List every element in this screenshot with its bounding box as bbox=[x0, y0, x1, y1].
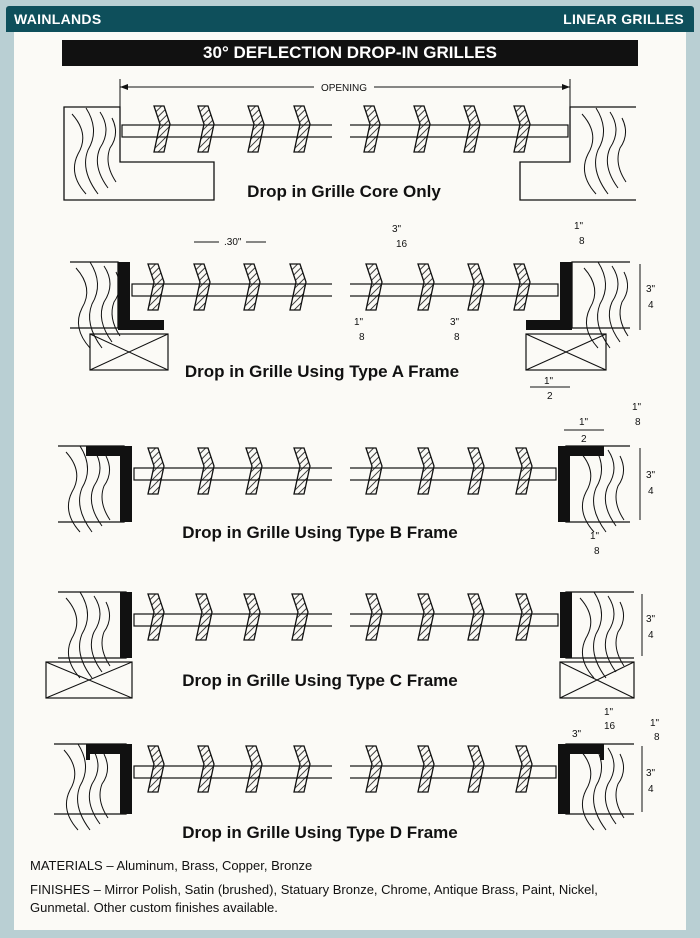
diagram-type-a: .30" 3" 16 1" 8 3" 4 bbox=[67, 221, 656, 402]
page-title: 30° DEFLECTION DROP-IN GRILLES bbox=[62, 40, 638, 66]
dim-d-one-eighth: 1" bbox=[650, 718, 660, 729]
finishes-text: Mirror Polish, Satin (brushed), Statuary… bbox=[104, 882, 598, 897]
dim-d-quarter: 4 bbox=[648, 784, 654, 795]
dim-c-quarter: 4 bbox=[648, 630, 654, 641]
materials-text: Aluminum, Brass, Copper, Bronze bbox=[116, 858, 313, 873]
diagram-core-only: OPENING Drop in Grille Core Only bbox=[63, 79, 636, 205]
finishes-label: FINISHES – bbox=[30, 882, 101, 897]
dim-three-eighths: 3" bbox=[450, 317, 460, 328]
dim-b-three-quarter: 3" bbox=[646, 470, 656, 481]
finishes-line-2: Gunmetal. Other custom finishes availabl… bbox=[30, 900, 278, 915]
dim-b-quarter: 4 bbox=[648, 486, 654, 497]
dim-b-half: 2 bbox=[581, 434, 587, 445]
brand-label: WAINLANDS bbox=[14, 11, 102, 27]
caption-type-b: Drop in Grille Using Type B Frame bbox=[182, 523, 458, 542]
dim-eighth-mid: 8 bbox=[454, 332, 460, 343]
dim-d-three-quarter: 3" bbox=[646, 768, 656, 779]
diagram-type-b: 1" 2 1" 8 3" 4 Drop in Grille Using bbox=[57, 402, 656, 557]
dim-three-quarter: 3" bbox=[646, 284, 656, 295]
materials-line: MATERIALS – Aluminum, Brass, Copper, Bro… bbox=[30, 858, 312, 873]
dim-one-eighth: 1" bbox=[574, 221, 584, 232]
header-bar: WAINLANDS LINEAR GRILLES bbox=[6, 6, 694, 32]
caption-core-only: Drop in Grille Core Only bbox=[247, 182, 441, 201]
dim-c-three-quarter: 3" bbox=[646, 614, 656, 625]
dim-one-half: 1" bbox=[544, 376, 554, 387]
dim-b2-one-eighth: 1" bbox=[590, 531, 600, 542]
dim-d-one-sixteenth: 1" bbox=[604, 707, 614, 718]
dim-sixteenth: 16 bbox=[396, 239, 408, 250]
grille-diagrams: OPENING Drop in Grille Core Only .30" 3"… bbox=[45, 79, 660, 842]
dim-three-sixteenths: 3" bbox=[392, 224, 402, 235]
dim-b2-eighth: 8 bbox=[594, 546, 600, 557]
diagram-type-d: 1" 16 3" 8 1" 8 3" 4 bbox=[54, 707, 660, 842]
finishes-text-2: Gunmetal. Other custom finishes availabl… bbox=[30, 900, 278, 915]
dim-quarter: 4 bbox=[648, 300, 654, 311]
dim-eighth: 8 bbox=[579, 236, 585, 247]
dim-half: 2 bbox=[547, 391, 553, 402]
caption-type-a: Drop in Grille Using Type A Frame bbox=[185, 362, 459, 381]
dim-d-sixteenth: 16 bbox=[604, 721, 616, 732]
dim-b-one-half: 1" bbox=[579, 417, 589, 428]
dim-eighth-left: 8 bbox=[359, 332, 365, 343]
dim-d-three-eighths: 3" bbox=[572, 729, 582, 740]
dim-one-eighth-left: 1" bbox=[354, 317, 364, 328]
opening-label: OPENING bbox=[321, 83, 367, 94]
dim-b-eighth: 8 bbox=[635, 417, 641, 428]
diagram-type-c: 3" 4 Drop in Grille Using Type C Frame bbox=[45, 587, 656, 699]
caption-type-c: Drop in Grille Using Type C Frame bbox=[182, 671, 458, 690]
section-label: LINEAR GRILLES bbox=[563, 11, 684, 27]
finishes-line: FINISHES – Mirror Polish, Satin (brushed… bbox=[30, 882, 598, 897]
diagram-sheet: 30° DEFLECTION DROP-IN GRILLES bbox=[14, 32, 686, 930]
caption-type-d: Drop in Grille Using Type D Frame bbox=[182, 823, 458, 842]
dim-b-one-eighth: 1" bbox=[632, 402, 642, 413]
materials-label: MATERIALS – bbox=[30, 858, 114, 873]
dim-d-eighth-r: 8 bbox=[654, 732, 660, 743]
spacing-label: .30" bbox=[224, 237, 242, 248]
